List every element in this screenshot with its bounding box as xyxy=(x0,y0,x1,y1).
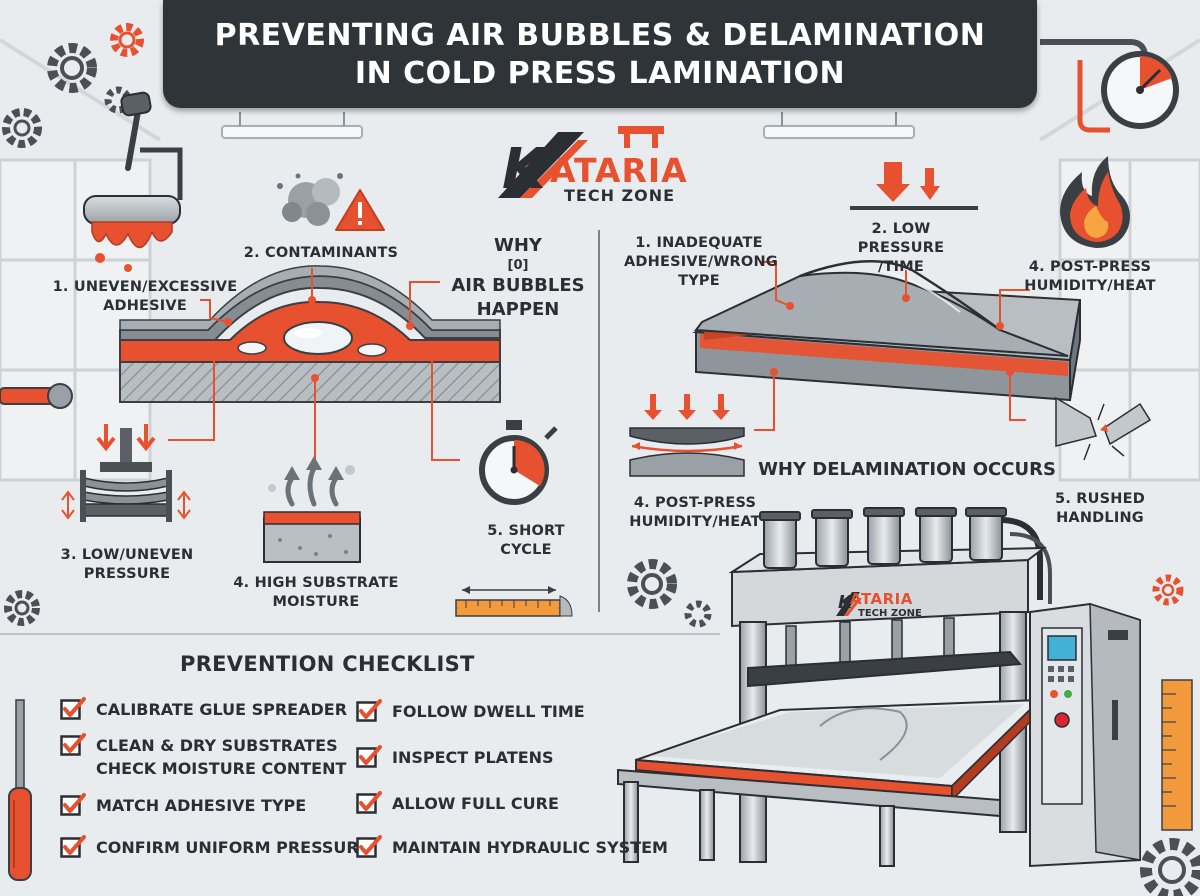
machine-logo-initial: K xyxy=(838,592,852,613)
logo-brand: ATARIA xyxy=(550,151,688,190)
title-line-2: IN COLD PRESS LAMINATION xyxy=(354,56,846,91)
ruler-icon xyxy=(455,586,573,617)
checklist-item: CALIBRATE GLUE SPREADER xyxy=(60,697,348,721)
checklist-item: FOLLOW DWELL TIME xyxy=(356,699,585,723)
checklist-item-label: CONFIRM UNIFORM PRESSURE xyxy=(96,838,370,857)
delamination-heading: WHY DELAMINATION OCCURS xyxy=(758,459,1056,480)
stopwatch-icon xyxy=(479,420,558,505)
checkmark-icon xyxy=(356,699,382,723)
checkmark-icon xyxy=(356,791,382,815)
ceiling-lights xyxy=(221,112,915,139)
compression-icon xyxy=(629,394,745,477)
delam-cause-2-label: 2. LOW PRESSURE /TIME xyxy=(857,221,945,275)
flame-icon xyxy=(1060,156,1130,248)
logo-initial: K xyxy=(502,137,546,202)
dust-warning-icon xyxy=(277,173,385,231)
cold-press-machine xyxy=(617,507,1141,868)
checklist-item-label: INSPECT PLATENS xyxy=(392,748,554,767)
delam-cause-3-label: 4. POST-PRESS HUMIDITY/HEAT xyxy=(1024,259,1156,294)
checklist-item: MAINTAIN HYDRAULIC SYSTEM xyxy=(356,835,668,859)
checklist-item: CONFIRM UNIFORM PRESSURE xyxy=(60,835,370,859)
delam-cause-4-label: 4. POST-PRESS HUMIDITY/HEAT xyxy=(629,495,761,530)
wrench-icon xyxy=(0,383,73,409)
checkmark-icon xyxy=(60,733,86,757)
checklist-item-label: MATCH ADHESIVE TYPE xyxy=(96,796,307,815)
bubble-cause-3-label: 3. LOW/UNEVEN PRESSURE xyxy=(60,547,194,582)
checklist-item: ALLOW FULL CURE xyxy=(356,791,559,815)
brand-logo: K ATARIA TECH ZONE xyxy=(498,120,728,210)
checklist-item-label: CALIBRATE GLUE SPREADER xyxy=(96,700,348,719)
leader-lines-right xyxy=(754,261,1030,431)
checkmark-icon xyxy=(356,745,382,769)
screwdriver-icon xyxy=(8,699,32,881)
checkmark-icon xyxy=(60,835,86,859)
machine-logo-tagline: TECH ZONE xyxy=(858,608,922,619)
delam-cause-5-label: 5. RUSHED HANDLING xyxy=(1055,491,1145,526)
checkmark-icon xyxy=(60,697,86,721)
bubble-cause-4-label: 4. HIGH SUBSTRATE MOISTURE xyxy=(233,575,399,610)
machine-logo-brand: ATARIA xyxy=(850,590,913,608)
bubble-cause-2-label: 2. CONTAMINANTS xyxy=(243,245,399,261)
ruler-icon xyxy=(1161,679,1193,831)
leader-lines-left xyxy=(168,268,460,470)
checkmark-icon xyxy=(60,793,86,817)
delam-cause-1-label: 1. INADEQUATE ADHESIVE/WRONG TYPE xyxy=(624,235,778,289)
logo-tagline: TECH ZONE xyxy=(564,186,676,205)
glue-roller-icon xyxy=(83,91,183,272)
checklist-item-label: FOLLOW DWELL TIME xyxy=(392,702,585,721)
air-bubbles-heading: WHY [0] AIR BUBBLES HAPPEN xyxy=(451,235,585,320)
cracked-edge-icon xyxy=(1055,396,1152,461)
checklist-item: MATCH ADHESIVE TYPE xyxy=(60,793,307,817)
moisture-icon xyxy=(263,456,361,563)
pressure-gauge-icon xyxy=(1040,39,1179,133)
checklist-item: INSPECT PLATENS xyxy=(356,745,554,769)
checklist-title: PREVENTION CHECKLIST xyxy=(180,652,475,676)
title-line-1: PREVENTING AIR BUBBLES & DELAMINATION xyxy=(214,18,986,53)
press-icon xyxy=(61,424,191,522)
title-banner: PREVENTING AIR BUBBLES & DELAMINATION IN… xyxy=(163,0,1037,108)
delamination-block xyxy=(692,260,1082,402)
pressure-arrows-icon xyxy=(850,162,978,210)
gear-icon xyxy=(2,23,144,148)
gear-icon xyxy=(4,590,40,626)
checkmark-icon xyxy=(356,835,382,859)
machine-logo: K ATARIA TECH ZONE xyxy=(836,586,946,622)
checklist-item-label: MAINTAIN HYDRAULIC SYSTEM xyxy=(392,838,668,857)
checklist-item-label: ALLOW FULL CURE xyxy=(392,794,559,813)
bubble-cause-5-label: 5. SHORT CYCLE xyxy=(487,523,565,558)
gear-icon xyxy=(627,559,1200,896)
machine-logo-mark xyxy=(836,592,862,616)
bubble-cause-1-label: 1. UNEVEN/EXCESSIVE ADHESIVE xyxy=(52,279,238,314)
logo-mark xyxy=(498,126,664,198)
